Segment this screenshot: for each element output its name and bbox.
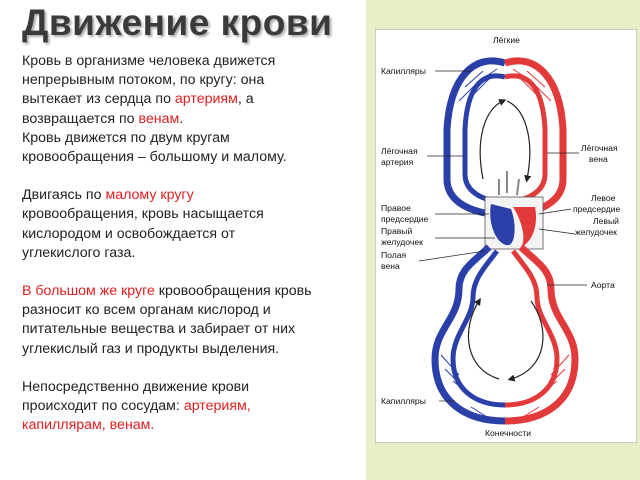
spacer — [22, 167, 344, 186]
text-line-wrap: возвращается по венам. — [22, 110, 344, 129]
label-left-atrium: Левое — [591, 193, 616, 203]
label-capillaries-bottom: Капилляры — [381, 396, 426, 406]
limb-capillaries-red — [522, 354, 570, 418]
label-right-ventricle: Правый — [381, 226, 412, 236]
label-lungs: Лёгкие — [493, 35, 520, 45]
text-line-wrap: кровообращения – большому и малому. — [22, 148, 344, 167]
paragraph-2: Кровь движется по двум кругам — [22, 129, 344, 148]
term-veins: венам — [138, 110, 180, 127]
term-vessels: артериям, капиллярам, венам. — [22, 398, 251, 434]
term-small-circle: малому кругу — [105, 187, 194, 204]
page-title: Движение крови — [22, 2, 333, 43]
heart-left-side — [513, 207, 537, 247]
paragraph-4: В большом же круге кровообращения кровь … — [22, 282, 344, 359]
term-arteries: артериям — [174, 91, 238, 108]
text-run: кровообращения кровь разносит ко всем ор… — [22, 283, 312, 357]
leader-lines — [418, 70, 587, 402]
label-vena-cava: вена — [381, 261, 400, 271]
text-line: возвращается по — [22, 110, 139, 127]
limb-capillaries-blue — [440, 354, 488, 418]
vena-cava-outer — [431, 244, 506, 425]
flow-arrow — [506, 100, 532, 183]
pulmonary-vein-red-outer — [503, 57, 567, 217]
label-capillaries-top: Капилляры — [381, 66, 426, 76]
text-line-wrap: непрерывным потоком, по кругу: она — [22, 71, 344, 90]
label-vena-cava: Полая — [381, 250, 407, 260]
circulation-diagram: Лёгкие Капилляры Лёгочная артерия Лёгочн… — [375, 29, 637, 443]
flow-arrow — [479, 99, 507, 180]
label-left-ventricle: Левый — [593, 216, 619, 226]
body-text: Кровь в организме человека движется непр… — [22, 52, 344, 435]
label-right-ventricle: желудочек — [381, 237, 423, 247]
text-line-wrap: вытекает из сердца по артериям, а — [22, 90, 344, 109]
pulmonary-artery-inner — [462, 73, 506, 204]
aorta-outer — [504, 244, 579, 425]
flow-arrow — [507, 300, 544, 382]
label-aorta: Аорта — [591, 280, 615, 290]
term-big-circle: В большом же круге — [22, 283, 155, 300]
text-line: вытекает из сердца по — [22, 91, 175, 108]
lung-capillaries-blue — [458, 68, 498, 102]
paragraph-1: Кровь в организме человека движется — [22, 52, 344, 71]
text-line: Кровь движется по двум кругам — [22, 129, 230, 146]
paragraph-3: Двигаясь по малому кругу кровообращения,… — [22, 186, 302, 263]
label-pulmonary-artery: артерия — [381, 157, 414, 167]
label-pulmonary-vein: вена — [589, 154, 608, 164]
label-right-atrium: Правое — [381, 203, 411, 213]
text-line: . — [179, 110, 184, 127]
pulmonary-vein-red-inner — [504, 73, 548, 204]
text-line: , а — [237, 91, 254, 108]
text-run: Двигаясь по — [22, 187, 106, 204]
paragraph-5: Непосредственно движение крови происходи… — [22, 378, 312, 436]
label-pulmonary-artery: Лёгочная — [381, 146, 418, 156]
spacer — [22, 359, 344, 378]
pulmonary-vein-outer — [443, 57, 507, 217]
text-line: непрерывным потоком, по кругу: она — [22, 72, 265, 89]
text-line: кровообращения – большому и малому. — [22, 149, 287, 166]
label-limbs: Конечности — [485, 428, 531, 438]
heart-right-side — [490, 204, 515, 246]
label-left-atrium: предсердие — [573, 204, 621, 214]
text-run: Непосредственно движение крови происходи… — [22, 378, 250, 415]
text-run: кровообращения, кровь насыщается кислоро… — [22, 206, 264, 261]
label-right-atrium: предсердие — [381, 214, 429, 224]
spacer — [22, 263, 344, 282]
lung-capillaries-red — [512, 68, 552, 102]
text-line: Кровь в организме человека движется — [22, 53, 276, 69]
label-left-ventricle: желудочек — [575, 227, 617, 237]
heart-vessels — [498, 171, 520, 196]
flow-arrow — [467, 297, 500, 380]
label-pulmonary-vein: Лёгочная — [581, 143, 618, 153]
